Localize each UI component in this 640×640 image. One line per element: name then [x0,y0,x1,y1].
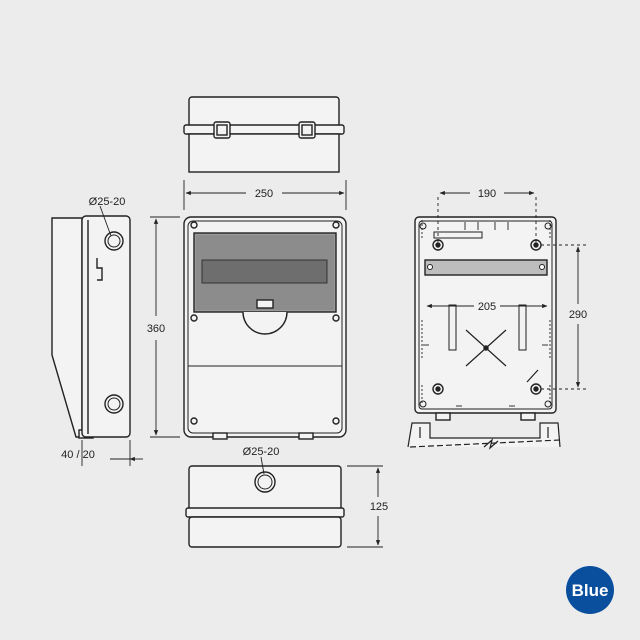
back-view-base [407,422,561,450]
dim-knockout-bottom: Ø25-20 [243,446,280,458]
color-badge: Blue [566,566,614,614]
breaker-slot [201,259,328,284]
dim-width-front: 250 [255,188,273,200]
badge-label: Blue [572,581,609,600]
dimension-lines [81,180,581,548]
dim-height-front: 360 [147,323,165,335]
dim-knockout-side: Ø25-20 [89,196,126,208]
dim-depth-bottom: 125 [370,501,388,513]
front-view [183,216,347,440]
top-view [183,96,345,173]
back-view [414,216,557,421]
dim-back-width: 190 [478,188,496,200]
back-view-guides [421,197,588,407]
door-latch [256,299,274,309]
dim-depth-side: 40 / 20 [61,449,95,461]
side-view [51,215,131,439]
din-rail [424,259,548,276]
dim-back-height: 290 [569,309,587,321]
bottom-view [185,465,345,548]
dim-back-rail: 205 [478,301,496,313]
